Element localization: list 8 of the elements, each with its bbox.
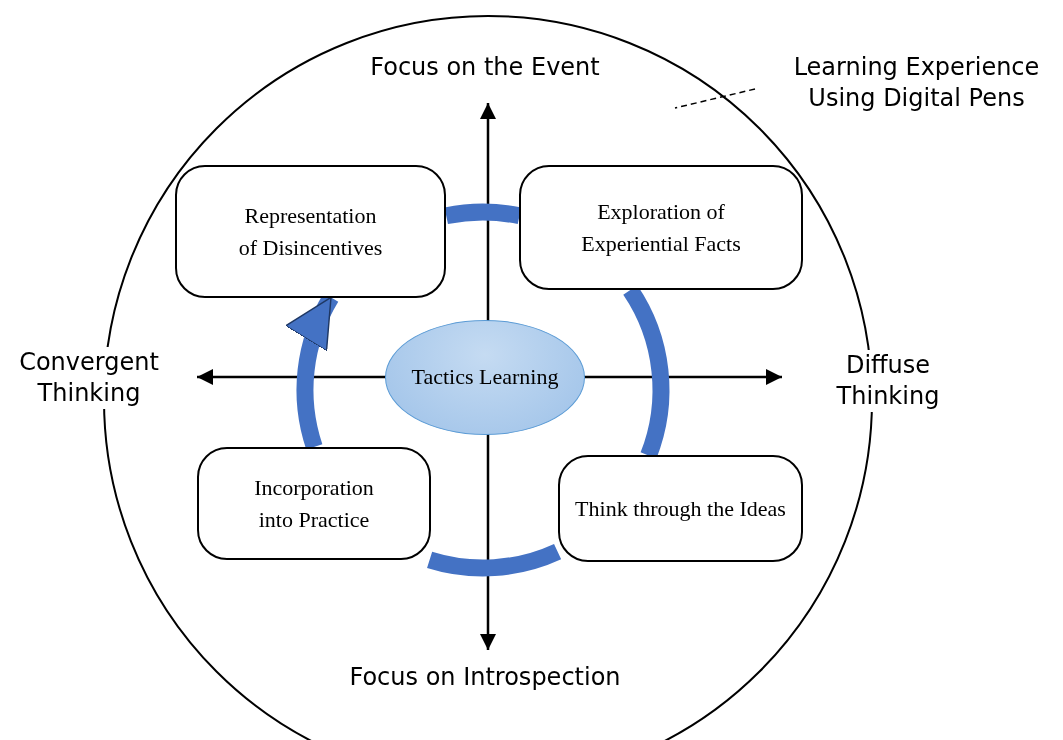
- rounded-box: Think through the Ideas: [558, 455, 803, 562]
- center-ellipse: Tactics Learning: [385, 320, 585, 435]
- curved-band: [427, 543, 561, 577]
- leader-line: [674, 88, 756, 109]
- rounded-box: Incorporation into Practice: [197, 447, 431, 560]
- rounded-box: Representation of Disincentives: [175, 165, 446, 298]
- rounded-box: Exploration of Experiential Facts: [519, 165, 803, 290]
- curved-band: [444, 203, 521, 225]
